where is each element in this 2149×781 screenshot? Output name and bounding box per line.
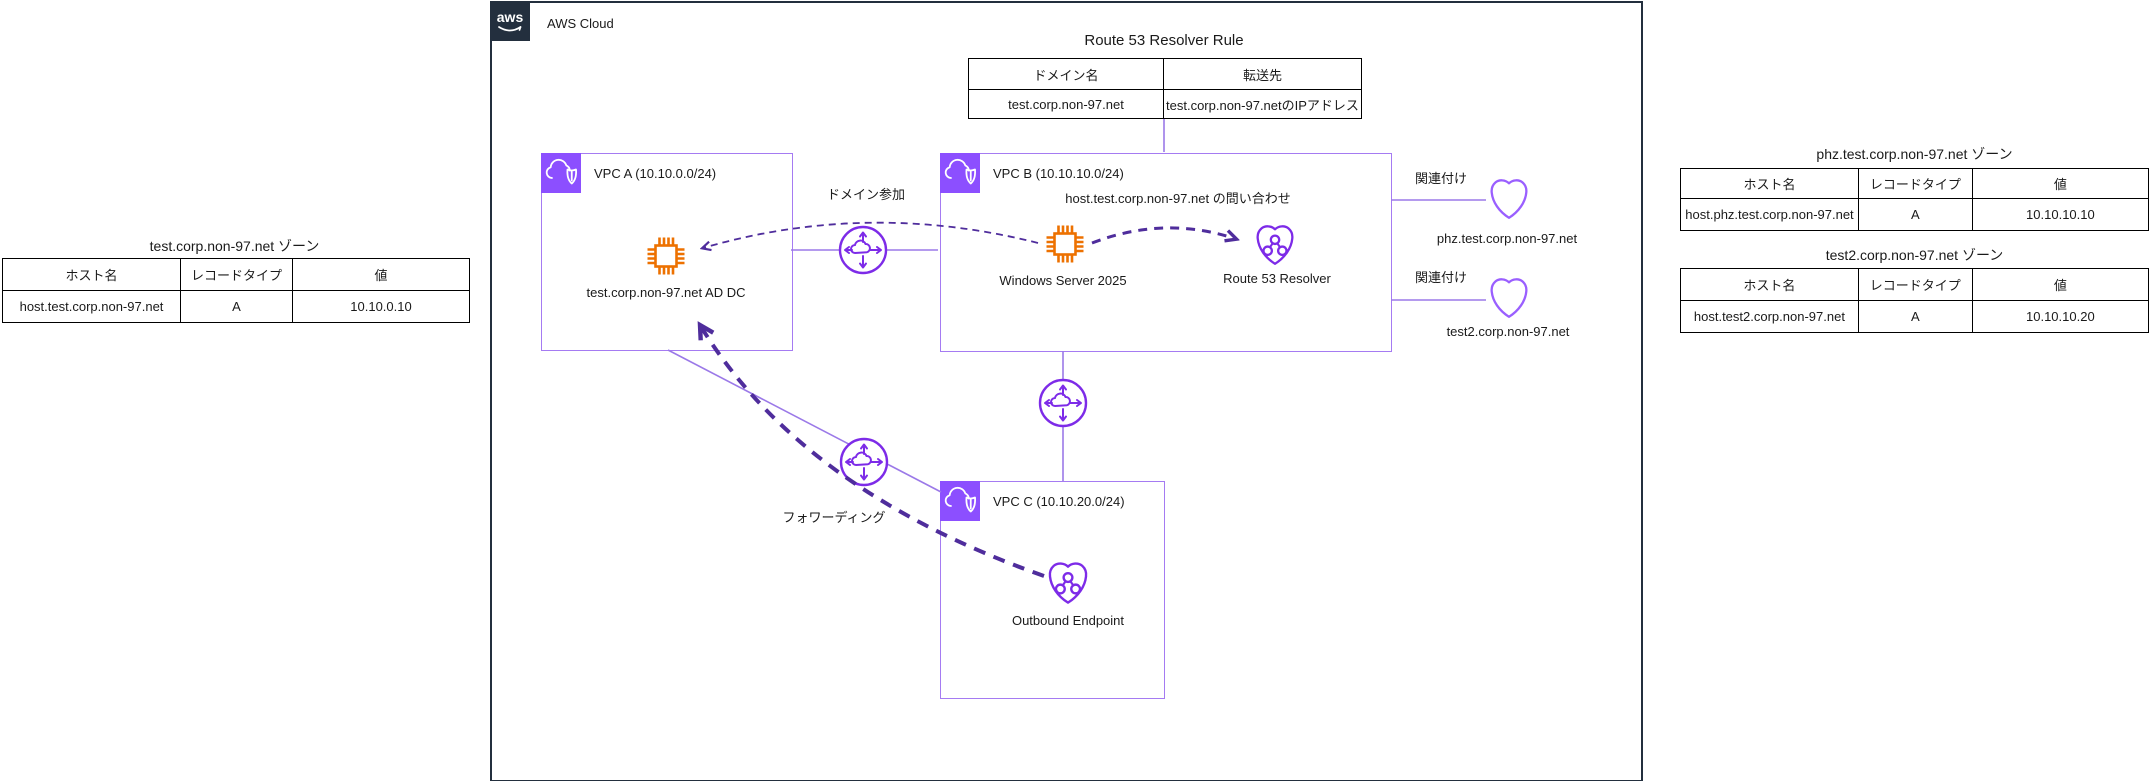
query-annotation: host.test.corp.non-97.net の問い合わせ — [1065, 191, 1291, 206]
outbound-endpoint-icon — [1044, 559, 1092, 612]
rule-header-domain: ドメイン名 — [968, 58, 1164, 90]
hosted-zone-test2-icon — [1486, 275, 1532, 326]
zone-cell-value: 10.10.10.20 — [1971, 300, 2149, 333]
zone-header-type: レコードタイプ — [180, 258, 293, 291]
vpc-icon — [541, 153, 581, 193]
vpc-icon — [940, 153, 980, 193]
resolver-label: Route 53 Resolver — [1223, 271, 1331, 286]
zone-phz-title: phz.test.corp.non-97.net ゾーン — [1816, 146, 2013, 162]
domain-join-label: ドメイン参加 — [826, 187, 905, 202]
aws-logo-text: aws — [497, 9, 524, 25]
association-phz-label: 関連付け — [1414, 171, 1467, 186]
vpc-b-box: VPC B (10.10.10.0/24) — [940, 153, 1392, 352]
zone-header-value: 値 — [292, 258, 470, 291]
zone-header-value: 値 — [1971, 168, 2149, 199]
rule-cell-domain: test.corp.non-97.net — [968, 89, 1164, 119]
zone-cell-value: 10.10.0.10 — [292, 290, 470, 323]
outbound-endpoint-label: Outbound Endpoint — [1011, 613, 1125, 628]
rule-cell-target: test.corp.non-97.netのIPアドレス — [1163, 89, 1362, 119]
zone-cell-type: A — [180, 290, 293, 323]
zone-header-host: ホスト名 — [1680, 168, 1859, 199]
zone-header-type: レコードタイプ — [1857, 268, 1973, 301]
ad-dc-label: test.corp.non-97.net AD DC — [586, 285, 746, 300]
zone-cell-host: host.phz.test.corp.non-97.net — [1680, 198, 1859, 231]
hosted-zone-test2-label: test2.corp.non-97.net — [1446, 324, 1570, 339]
zone-header-host: ホスト名 — [2, 258, 181, 291]
hosted-zone-phz-label: phz.test.corp.non-97.net — [1436, 231, 1578, 246]
zone-test2-table: ホスト名 レコードタイプ 値 host.test2.corp.non-97.ne… — [1680, 268, 2149, 333]
zone-phz-table: ホスト名 レコードタイプ 値 host.phz.test.corp.non-97… — [1680, 168, 2149, 231]
zone-header-value: 値 — [1971, 268, 2149, 301]
zone-header-host: ホスト名 — [1680, 268, 1859, 301]
zone-test-table: ホスト名 レコードタイプ 値 host.test.corp.non-97.net… — [2, 258, 470, 323]
zone-test2-title: test2.corp.non-97.net ゾーン — [1825, 247, 2004, 263]
aws-cloud-label: AWS Cloud — [547, 16, 614, 31]
zone-cell-type: A — [1857, 198, 1973, 231]
zone-header-type: レコードタイプ — [1857, 168, 1973, 199]
zone-cell-value: 10.10.10.10 — [1971, 198, 2149, 231]
resolver-rule-table: ドメイン名 転送先 test.corp.non-97.net test.corp… — [968, 58, 1362, 119]
vpc-c-label: VPC C (10.10.20.0/24) — [993, 494, 1125, 509]
zone-cell-host: host.test.corp.non-97.net — [2, 290, 181, 323]
resolver-rule-title: Route 53 Resolver Rule — [1084, 32, 1244, 49]
vpc-icon — [940, 481, 980, 521]
vpc-a-label: VPC A (10.10.0.0/24) — [594, 166, 717, 181]
rule-header-target: 転送先 — [1163, 58, 1362, 90]
aws-logo-icon: aws — [490, 1, 530, 41]
zone-cell-type: A — [1857, 300, 1973, 333]
zone-test-title: test.corp.non-97.net ゾーン — [149, 238, 320, 254]
route53-resolver-icon — [1252, 222, 1298, 273]
ec2-instance-icon — [643, 233, 689, 284]
windows-server-instance-icon — [1042, 221, 1088, 272]
vpc-b-label: VPC B (10.10.10.0/24) — [993, 166, 1124, 181]
forwarding-label: フォワーディング — [782, 510, 886, 525]
vpc-a-box: VPC A (10.10.0.0/24) — [541, 153, 793, 351]
association-test2-label: 関連付け — [1414, 270, 1467, 285]
windows-server-label: Windows Server 2025 — [999, 273, 1127, 288]
zone-cell-host: host.test2.corp.non-97.net — [1680, 300, 1859, 333]
hosted-zone-phz-icon — [1486, 176, 1532, 227]
